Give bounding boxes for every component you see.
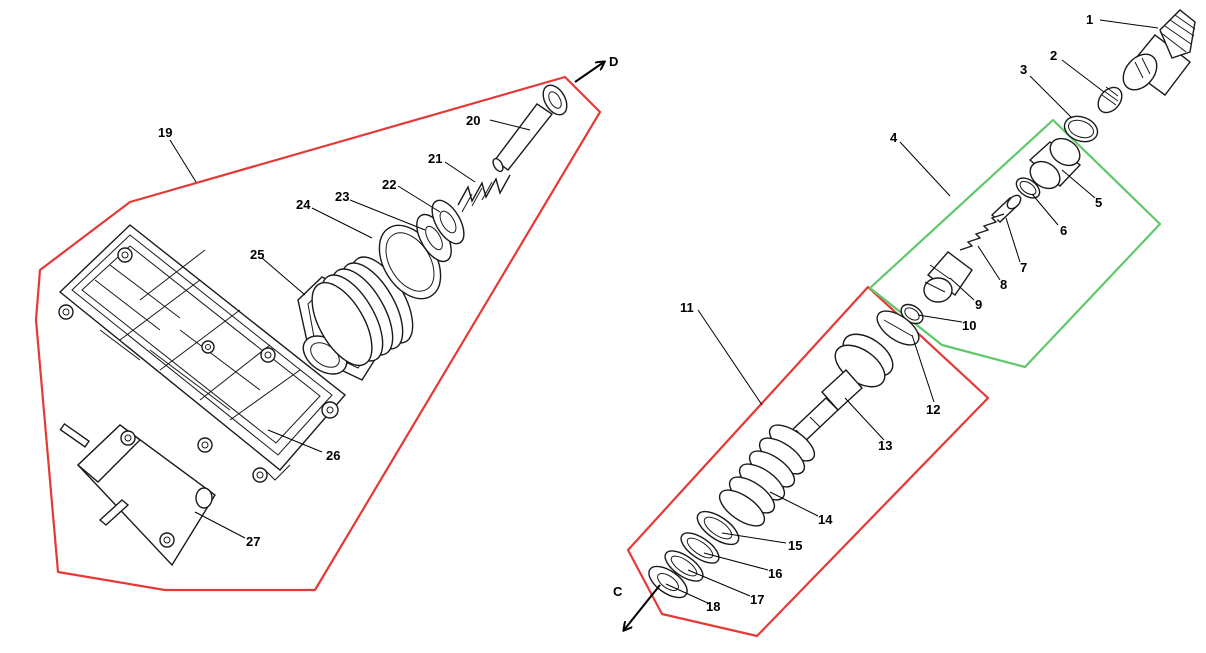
leader-26 <box>267 429 323 453</box>
callout-3: 3 <box>1020 62 1027 77</box>
callout-10: 10 <box>962 318 976 333</box>
spring-21 <box>457 174 511 213</box>
callout-14: 14 <box>818 512 833 527</box>
threaded-body-25 <box>311 256 414 367</box>
leader-14 <box>769 491 819 517</box>
leader-21 <box>444 161 476 183</box>
callout-19: 19 <box>158 125 172 140</box>
callout-labels: 1 2 3 4 5 6 7 8 9 10 11 12 13 14 15 16 1… <box>158 12 1102 614</box>
callout-15: 15 <box>788 538 802 553</box>
callout-21: 21 <box>428 151 442 166</box>
callout-6: 6 <box>1060 223 1067 238</box>
callout-7: 7 <box>1020 260 1027 275</box>
spring-8 <box>959 213 1005 251</box>
spring-2 <box>1097 86 1123 114</box>
leader-19 <box>169 139 197 183</box>
plunger-20 <box>492 84 568 173</box>
group-outline-11 <box>626 285 990 638</box>
leader-10 <box>917 314 963 323</box>
washer-15 <box>696 510 740 546</box>
leader-22 <box>397 185 441 213</box>
callout-8: 8 <box>1000 277 1007 292</box>
group-outline-19 <box>34 75 602 592</box>
fitting-1 <box>1122 9 1196 96</box>
leader-15 <box>721 532 787 544</box>
callout-4: 4 <box>890 130 898 145</box>
washer-22 <box>431 199 465 245</box>
leader-2 <box>1061 59 1105 93</box>
leader-7 <box>1005 217 1021 263</box>
leader-16 <box>703 552 769 571</box>
callout-1: 1 <box>1086 12 1093 27</box>
leader-12 <box>911 334 935 403</box>
callout-11: 11 <box>680 300 694 315</box>
leader-27 <box>194 511 246 539</box>
leader-lines <box>169 19 1159 605</box>
callout-23: 23 <box>335 189 349 204</box>
callout-2: 2 <box>1050 48 1057 63</box>
callout-16: 16 <box>768 566 782 581</box>
spring-14 <box>718 424 816 527</box>
leader-1 <box>1099 19 1159 29</box>
arrow-c-label: C <box>613 584 623 599</box>
callout-26: 26 <box>326 448 340 463</box>
piston-13 <box>788 333 894 445</box>
callout-13: 13 <box>878 438 892 453</box>
washer-16 <box>680 532 720 564</box>
group-outline-4 <box>868 118 1162 369</box>
leader-25 <box>261 257 306 296</box>
leader-8 <box>977 245 1001 281</box>
callout-20: 20 <box>466 113 480 128</box>
o-ring-3 <box>1063 115 1099 143</box>
leader-5 <box>1061 169 1096 199</box>
leader-23 <box>349 199 426 231</box>
washer-17 <box>664 550 704 582</box>
arrow-d <box>574 62 604 83</box>
leader-20 <box>489 119 531 131</box>
callout-9: 9 <box>975 297 982 312</box>
leader-17 <box>687 569 751 597</box>
seal-6 <box>1015 177 1041 199</box>
leader-6 <box>1031 193 1059 226</box>
callout-18: 18 <box>706 599 720 614</box>
leader-3 <box>1029 75 1073 119</box>
leader-11 <box>697 309 763 406</box>
arrow-d-label: D <box>609 54 618 69</box>
callout-27: 27 <box>246 534 260 549</box>
callout-24: 24 <box>296 197 311 212</box>
callout-5: 5 <box>1095 195 1102 210</box>
leader-18 <box>665 583 711 605</box>
callout-22: 22 <box>382 177 396 192</box>
callout-25: 25 <box>250 247 264 262</box>
switch-housing-26 <box>58 224 347 483</box>
valve-body-9 <box>923 251 973 303</box>
callout-12: 12 <box>926 402 940 417</box>
leader-13 <box>844 397 885 441</box>
disc-12 <box>876 310 920 346</box>
microswitch-27 <box>59 422 216 567</box>
arrow-c <box>624 584 661 630</box>
callout-17: 17 <box>750 592 764 607</box>
leader-9 <box>949 277 975 301</box>
leader-24 <box>311 207 373 239</box>
leader-4 <box>899 141 951 197</box>
